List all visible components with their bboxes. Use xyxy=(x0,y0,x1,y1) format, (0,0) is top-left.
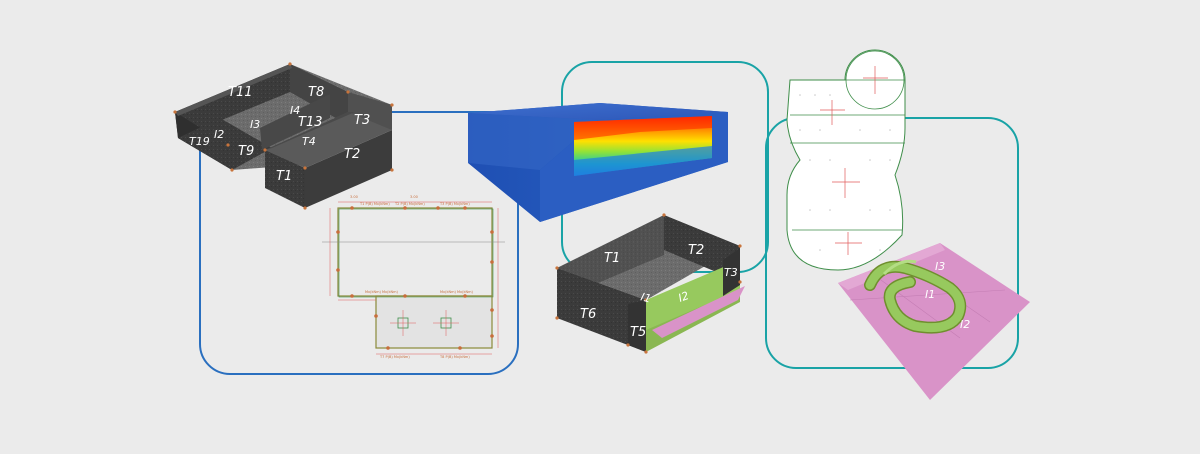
label-T2: T2 xyxy=(344,147,360,162)
label-T11: T11 xyxy=(228,85,252,100)
svg-text:T3 P(B) Mx(kNm): T3 P(B) Mx(kNm) xyxy=(439,202,470,206)
curved-ribbon-slab: I1 I2 I3 xyxy=(838,243,1030,400)
label-T8: T8 xyxy=(308,85,324,100)
svg-text:3.00: 3.00 xyxy=(350,195,358,199)
label-I4: I4 xyxy=(290,104,300,117)
left-room-model: T11 T8 T3 T13 T4 T9 T1 T2 T19 I2 I3 I4 xyxy=(173,62,394,210)
label-I1-free: I1 xyxy=(925,288,935,301)
label-T9: T9 xyxy=(238,144,254,159)
svg-text:T1 P(B) Mx(kNm): T1 P(B) Mx(kNm) xyxy=(359,202,390,206)
label-I2: I2 xyxy=(214,128,224,141)
label-I3: I3 xyxy=(250,118,260,131)
label-I2-free: I2 xyxy=(960,318,970,331)
label-I2-room: I2 xyxy=(677,289,691,305)
label-T19: T19 xyxy=(189,135,210,148)
svg-text:Mx(kNm) Mx(kNm): Mx(kNm) Mx(kNm) xyxy=(365,290,399,294)
label-I3-free: I3 xyxy=(935,260,945,273)
label-T2-room: T2 xyxy=(688,243,704,258)
svg-text:Mx(kNm) Mx(kNm): Mx(kNm) Mx(kNm) xyxy=(440,290,474,294)
svg-text:T7 P(B) Mx(kNm): T7 P(B) Mx(kNm) xyxy=(379,355,410,359)
thermal-simulation-block xyxy=(468,103,728,222)
label-T13: T13 xyxy=(298,115,322,130)
label-T1-room: T1 xyxy=(604,251,620,266)
svg-text:3.00: 3.00 xyxy=(410,195,418,199)
right-room-model: T1 T2 T3 T6 T5 I1 I2 xyxy=(555,213,745,354)
label-I1-room: I1 xyxy=(639,290,652,305)
floor-plan-drawing: T1 P(B) Mx(kNm) T2 P(B) Mx(kNm) T3 P(B) Mx… xyxy=(322,195,505,359)
svg-text:T2 P(B) Mx(kNm): T2 P(B) Mx(kNm) xyxy=(394,202,425,206)
label-T1: T1 xyxy=(276,169,292,184)
label-T6-room: T6 xyxy=(580,307,596,322)
label-T3-room: T3 xyxy=(724,266,738,279)
label-T5-room: T5 xyxy=(630,325,646,340)
label-T3: T3 xyxy=(354,113,370,128)
curved-outline-plan xyxy=(786,49,906,271)
svg-text:T8 P(B) Mx(kNm): T8 P(B) Mx(kNm) xyxy=(439,355,470,359)
label-T4: T4 xyxy=(302,135,316,148)
